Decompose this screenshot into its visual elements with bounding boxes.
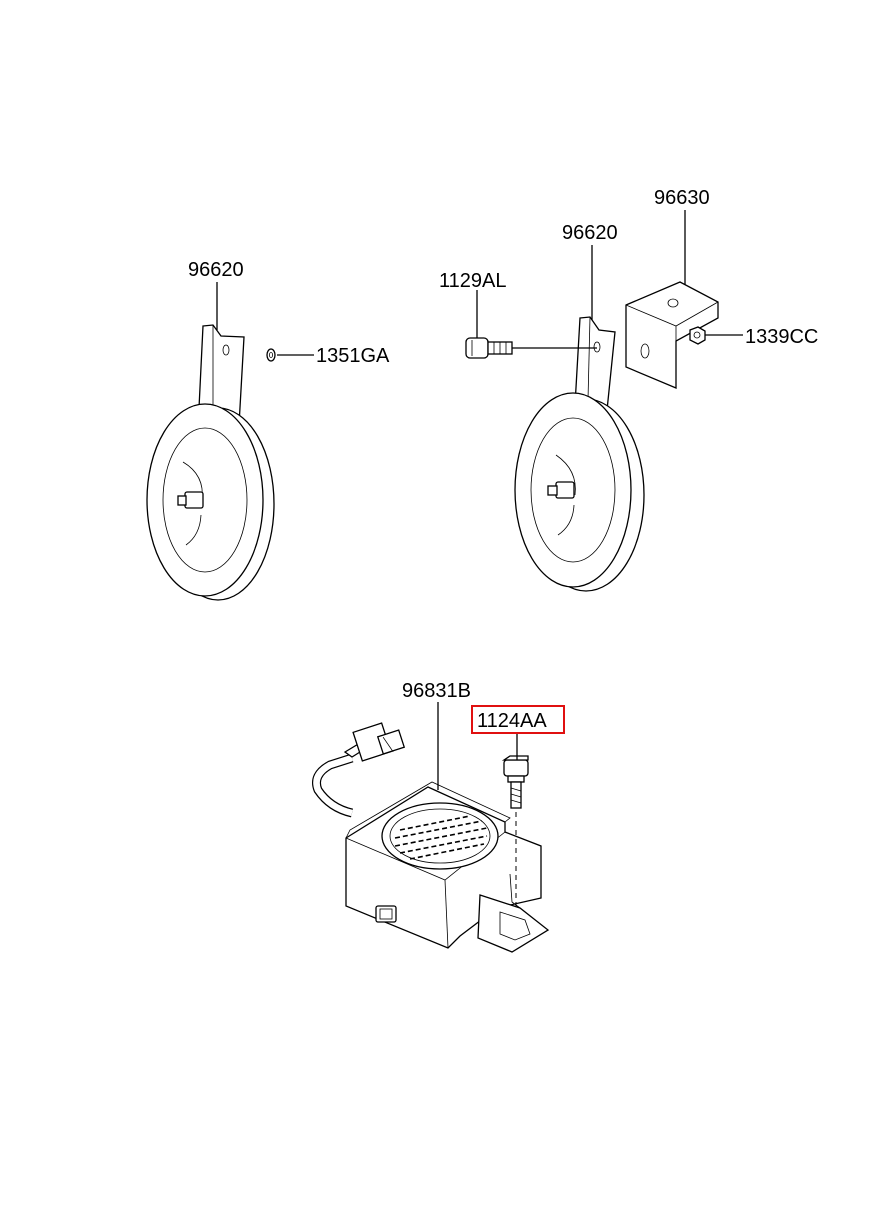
right-horn-face-ring [530, 417, 616, 563]
left-horn[interactable] [146, 324, 275, 601]
right-nut[interactable] [689, 326, 706, 345]
right-horn-strap-hole [593, 341, 601, 353]
bracket-hole-top [667, 298, 679, 308]
bracket-hole-side [640, 343, 650, 359]
sensor-side-switch [375, 905, 397, 923]
highlight-box-1124AA[interactable] [471, 705, 565, 734]
sensor-connector-latch [376, 729, 406, 755]
left-horn-body [146, 403, 264, 597]
left-horn-face-ring [162, 427, 248, 573]
sensor-grille-pattern [394, 815, 488, 860]
right-horn[interactable] [514, 316, 645, 592]
left-washer[interactable] [266, 348, 276, 362]
sensor-grille-ring [381, 802, 499, 870]
label-sensor-unit[interactable]: 96831B [402, 680, 471, 702]
left-horn-strap-hole [222, 344, 230, 356]
sensor-bolt-head [503, 759, 529, 777]
label-right-nut[interactable]: 1339CC [745, 326, 818, 348]
right-bolt-head [465, 337, 489, 359]
label-bracket[interactable]: 96630 [654, 187, 710, 209]
label-right-horn[interactable]: 96620 [562, 222, 618, 244]
label-left-horn[interactable]: 96620 [188, 259, 244, 281]
sensor-bolt-shank [510, 781, 522, 809]
right-horn-terminal-stud [547, 485, 558, 496]
bracket[interactable] [625, 281, 719, 389]
left-horn-terminal-stud [177, 495, 187, 506]
sensor-cable [313, 754, 353, 817]
sensor-bolt[interactable] [501, 755, 529, 809]
sensor-mount-foot [477, 894, 550, 953]
sensor-unit[interactable] [312, 722, 550, 953]
label-right-bolt[interactable]: 1129AL [439, 270, 506, 292]
left-horn-terminal-nut [184, 491, 204, 509]
label-left-washer[interactable]: 1351GA [316, 345, 390, 367]
right-horn-terminal-nut [555, 481, 575, 499]
right-bolt[interactable] [465, 337, 513, 359]
label-sensor-bolt[interactable]: 1124AA [477, 710, 547, 732]
